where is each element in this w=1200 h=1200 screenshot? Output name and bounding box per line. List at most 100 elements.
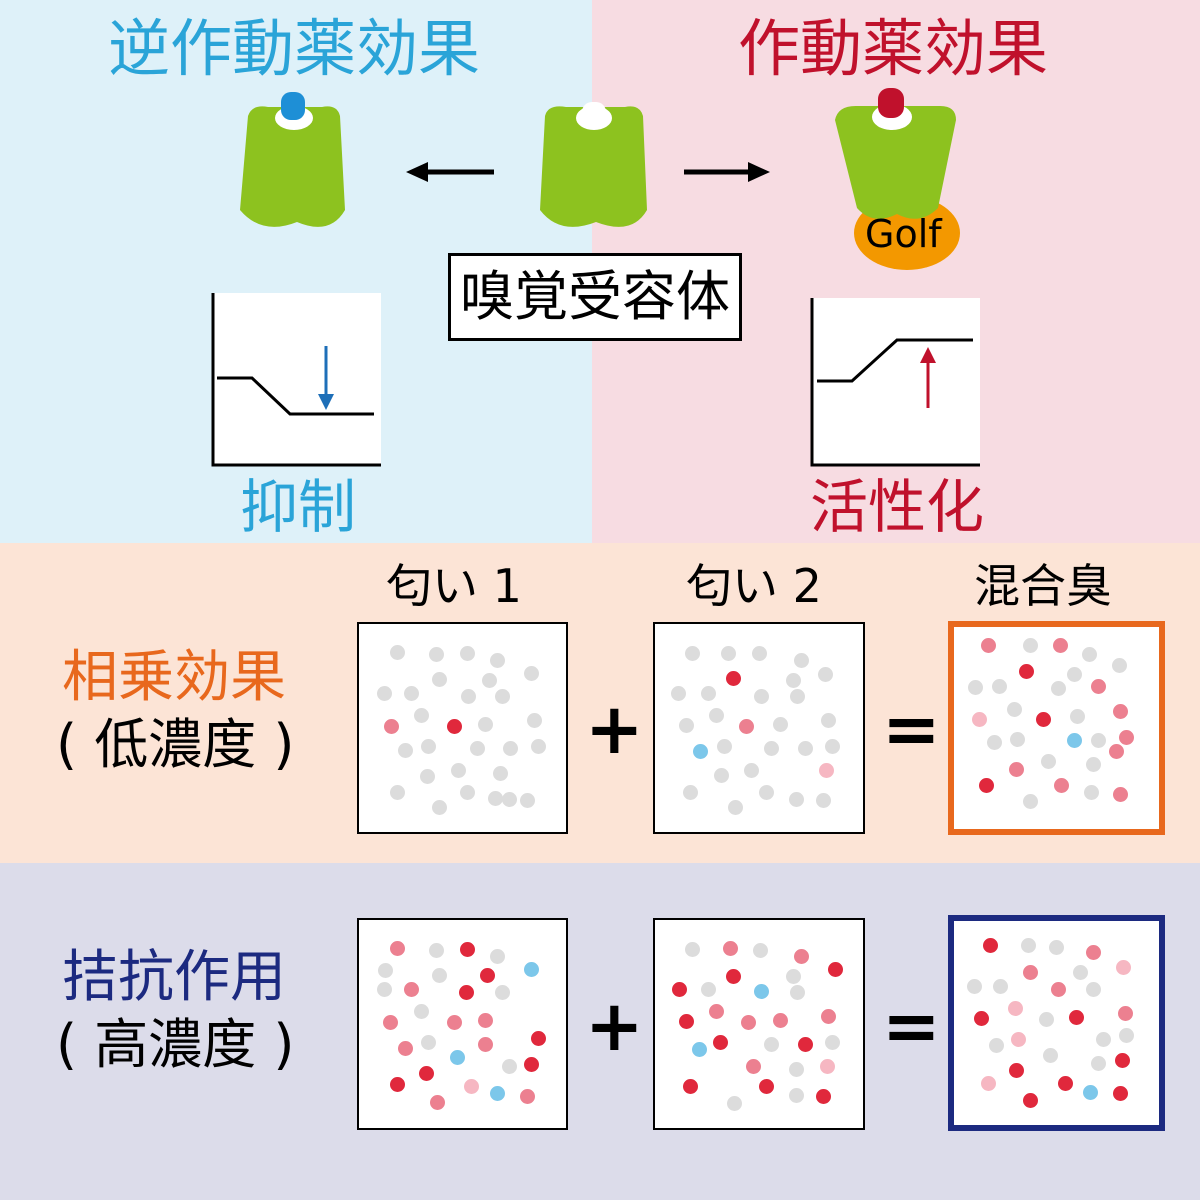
odor-molecule-dot (1020, 937, 1036, 953)
odor-molecule-dot (738, 718, 754, 734)
odor-molecule-dot (492, 765, 508, 781)
odor-molecule-dot (1114, 1052, 1130, 1068)
odor-molecule-dot (1050, 680, 1066, 696)
odor-molecule-dot (389, 940, 405, 956)
odor-molecule-dot (1115, 959, 1131, 975)
odor-molecule-dot (740, 1014, 756, 1030)
synergy-title: 相乗効果 (62, 645, 286, 710)
odor-molecule-dot (785, 672, 801, 688)
odor-molecule-dot (712, 1034, 728, 1050)
odor-molecule-dot (1022, 964, 1038, 980)
activation-label: 活性化 (810, 473, 985, 541)
odor-molecule-dot (967, 679, 983, 695)
odor-molecule-dot (708, 1003, 724, 1019)
odor-molecule-dot (966, 978, 982, 994)
odor-molecule-dot (726, 1095, 742, 1111)
odor-molecule-dot (1018, 663, 1034, 679)
odor-molecule-dot (788, 1061, 804, 1077)
odor-molecule-dot (397, 742, 413, 758)
odor-molecule-dot (991, 678, 1007, 694)
odor-molecule-dot (797, 1036, 813, 1052)
odor-molecule-dot (1048, 939, 1064, 955)
odor-molecule-dot (418, 1065, 434, 1081)
odor-molecule-dot (725, 670, 741, 686)
odor-molecule-dot (1035, 711, 1051, 727)
odor-molecule-dot (446, 1014, 462, 1030)
odor-molecule-dot (431, 967, 447, 983)
odor-molecule-dot (727, 799, 743, 815)
odor-molecule-dot (382, 1014, 398, 1030)
odor-molecule-dot (722, 940, 738, 956)
odor-molecule-dot (1112, 1085, 1128, 1101)
odor-molecule-dot (789, 688, 805, 704)
odor-molecule-dot (1090, 732, 1106, 748)
synergy-odor-1-box (357, 622, 568, 834)
odor-molecule-dot (1006, 701, 1022, 717)
active-receptor-right (835, 88, 960, 270)
odor-molecule-dot (1007, 1000, 1023, 1016)
odor-molecule-dot (1022, 1092, 1038, 1108)
odor-molecule-dot (526, 712, 542, 728)
odor-molecule-dot (980, 1075, 996, 1091)
odor-molecule-dot (459, 645, 475, 661)
odor-molecule-dot (413, 1003, 429, 1019)
odor-molecule-dot (978, 777, 994, 793)
odor-molecule-dot (1057, 1075, 1073, 1091)
odor-molecule-dot (772, 716, 788, 732)
odor-molecule-dot (753, 688, 769, 704)
receptor-label-box: 嗅覚受容体 (448, 253, 742, 341)
arrow-right-icon (684, 162, 770, 182)
odor-molecule-dot (501, 791, 517, 807)
odor-molecule-dot (1085, 981, 1101, 997)
odor-molecule-dot (986, 734, 1002, 750)
odor-molecule-dot (383, 718, 399, 734)
odor-molecule-dot (691, 1041, 707, 1057)
odor-molecule-dot (716, 738, 732, 754)
odor-molecule-dot (992, 978, 1008, 994)
odor-molecule-dot (469, 740, 485, 756)
odor-molecule-dot (1022, 637, 1038, 653)
odor-molecule-dot (788, 791, 804, 807)
odor-molecule-dot (489, 1085, 505, 1101)
odor-molecule-dot (523, 1056, 539, 1072)
odor-molecule-dot (431, 671, 447, 687)
antagonism-odor-2-box (653, 918, 865, 1130)
odor-molecule-dot (413, 707, 429, 723)
odor-molecule-dot (817, 666, 833, 682)
odor-molecule-dot (429, 1094, 445, 1110)
odor-molecule-dot (820, 712, 836, 728)
inhibition-graph (211, 293, 381, 467)
odor-molecule-dot (449, 1049, 465, 1065)
odor-molecule-dot (1040, 753, 1056, 769)
odor-molecule-dot (758, 784, 774, 800)
odor-molecule-dot (1090, 1055, 1106, 1071)
odor-molecule-dot (1108, 743, 1124, 759)
antagonism-subtitle: ( 高濃度 ) (56, 1013, 295, 1076)
odor-molecule-dot (692, 743, 708, 759)
odor-molecule-dot (458, 984, 474, 1000)
odor-molecule-dot (1081, 646, 1097, 662)
odor-molecule-dot (502, 740, 518, 756)
odor-molecule-dot (1066, 666, 1082, 682)
odor-molecule-dot (389, 784, 405, 800)
odor-molecule-dot (1095, 1031, 1111, 1047)
odor-molecule-dot (745, 1058, 761, 1074)
odor-molecule-dot (671, 981, 687, 997)
up-arrow-icon (920, 347, 936, 408)
odor-molecule-dot (481, 672, 497, 688)
odor-molecule-dot (824, 738, 840, 754)
odor-molecule-dot (1118, 729, 1134, 745)
odor-molecule-dot (1009, 731, 1025, 747)
odor-molecule-dot (815, 1088, 831, 1104)
odor-molecule-dot (988, 1037, 1004, 1053)
synergy-odor-2-box (653, 622, 865, 834)
equals-sign-row1: = (882, 688, 941, 770)
odor-molecule-dot (785, 968, 801, 984)
odor-molecule-dot (419, 768, 435, 784)
odor-molecule-dot (1069, 708, 1085, 724)
odor-molecule-dot (420, 1034, 436, 1050)
antagonism-odor-1-box (357, 918, 568, 1130)
odor-molecule-dot (376, 981, 392, 997)
odor-1-header: 匂い 1 (386, 559, 522, 613)
odor-molecule-dot (815, 792, 831, 808)
